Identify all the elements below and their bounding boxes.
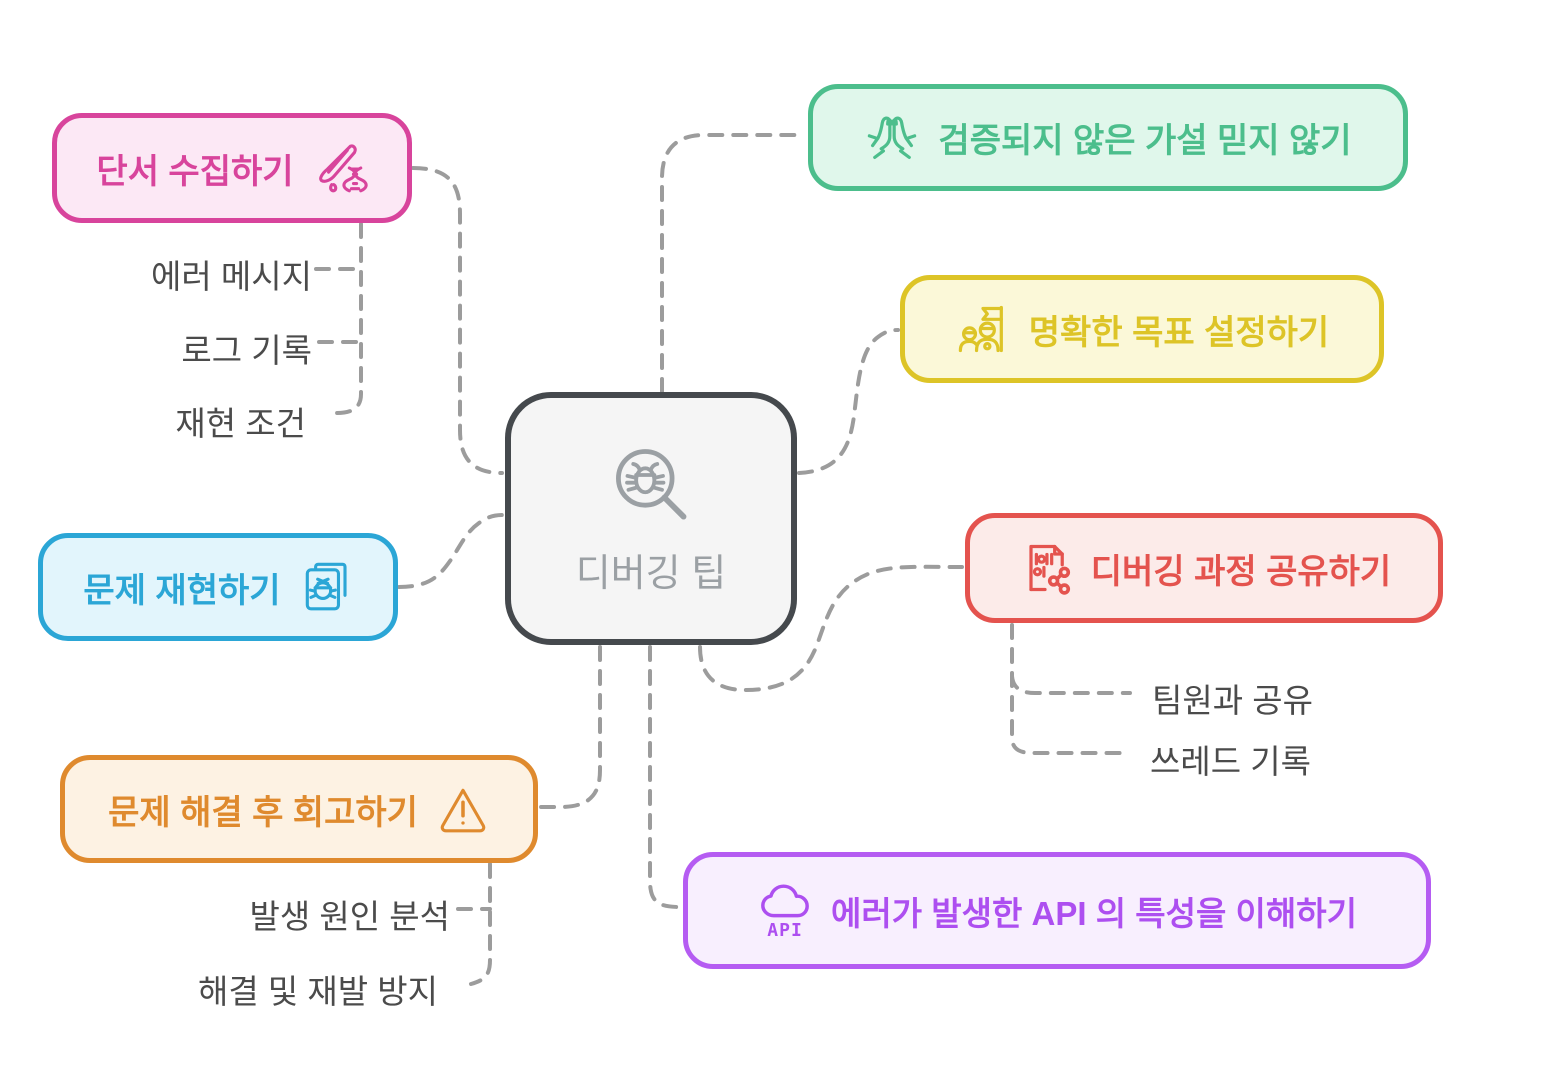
node-no-unverified-hypothesis[interactable]: 검증되지 않은 가설 믿지 않기 [808,84,1408,191]
node-retrospective-after-fix-label: 문제 해결 후 회고하기 [108,793,418,832]
center-node-debugging-tips[interactable]: 디버깅 팁 [505,392,797,645]
sub-item-log-records[interactable]: 로그 기록 [181,332,312,369]
knife-dna-icon [312,141,368,195]
node-retrospective-after-fix[interactable]: 문제 해결 후 회고하기 [60,755,538,863]
warning-triangle-icon [436,782,490,836]
node-understand-api-traits[interactable]: API 에러가 발생한 API 의 특성을 이해하기 [683,852,1431,969]
sub-item-repro-conditions[interactable]: 재현 조건 [175,405,306,442]
sub-item-fix-and-prevention[interactable]: 해결 및 재발 방지 [197,973,438,1010]
node-no-unverified-hypothesis-label: 검증되지 않은 가설 믿지 않기 [938,122,1352,160]
node-collect-clues[interactable]: 단서 수집하기 [52,113,412,223]
binary-share-icon [1017,540,1073,596]
node-share-debugging-process[interactable]: 디버깅 과정 공유하기 [965,513,1443,623]
bug-magnifier-icon [605,440,697,532]
node-reproduce-problem[interactable]: 문제 재현하기 [38,533,398,641]
node-collect-clues-label: 단서 수집하기 [96,152,294,191]
praying-hands-icon [864,110,920,166]
team-flag-icon [955,301,1011,357]
bug-document-icon [299,560,353,614]
sub-item-root-cause-analysis[interactable]: 발생 원인 분석 [249,898,451,935]
cloud-api-icon: API [757,881,813,940]
sub-item-thread-records[interactable]: 쓰레드 기록 [1150,743,1311,780]
sub-item-error-message[interactable]: 에러 메시지 [151,258,312,295]
node-reproduce-problem-label: 문제 재현하기 [83,571,281,610]
api-icon-text: API [767,920,803,941]
center-node-label: 디버깅 팁 [575,553,727,595]
node-set-clear-goal[interactable]: 명확한 목표 설정하기 [900,275,1384,383]
sub-item-share-with-team[interactable]: 팀원과 공유 [1152,682,1313,719]
node-share-debugging-process-label: 디버깅 과정 공유하기 [1090,552,1392,591]
node-understand-api-traits-label: 에러가 발생한 API 의 특성을 이해하기 [831,894,1357,932]
node-set-clear-goal-label: 명확한 목표 설정하기 [1028,313,1330,352]
